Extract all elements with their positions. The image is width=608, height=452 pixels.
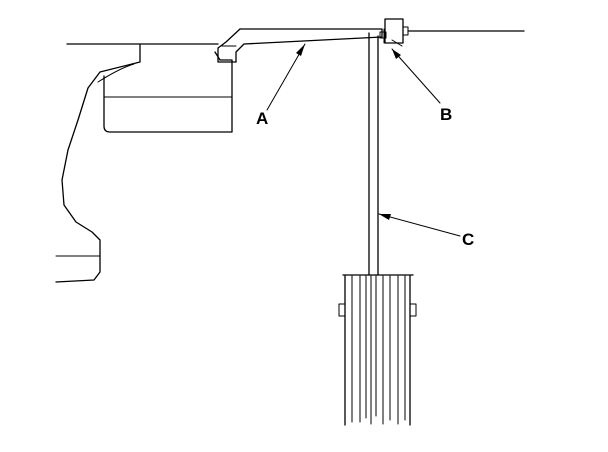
tube-a — [217, 28, 383, 63]
rod-c — [368, 32, 379, 276]
callout-b-label: B — [440, 105, 452, 124]
callout-c-label: C — [462, 230, 474, 249]
lower-container — [338, 274, 417, 426]
leader-b — [391, 48, 441, 104]
leader-a — [266, 43, 306, 111]
leader-c — [378, 213, 461, 237]
frame-edge-line — [66, 30, 525, 45]
clamp-b — [379, 18, 409, 47]
callout-a-label: A — [256, 109, 268, 128]
left-housing — [55, 44, 233, 283]
